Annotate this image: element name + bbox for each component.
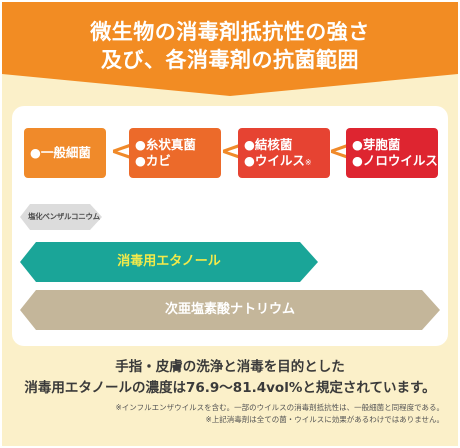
chevron-left-icon: < bbox=[110, 134, 134, 167]
disinfectant-label: 消毒用エタノール bbox=[117, 254, 221, 269]
germ-label: ●ウイルス bbox=[244, 153, 305, 168]
germ-label: ●ノロウイルス bbox=[352, 153, 438, 168]
title-banner: 微生物の消毒剤抵抗性の強さ 及び、各消毒剤の抗菌範囲 bbox=[2, 2, 458, 98]
germ-label: ●結核菌 bbox=[244, 137, 293, 152]
chevron-left-icon: < bbox=[328, 134, 352, 167]
germ-box-fungi: ●糸状真菌 ●カビ bbox=[129, 128, 221, 178]
title-line-1: 微生物の消毒剤抵抗性の強さ bbox=[90, 20, 370, 44]
germ-box-general-bacteria: ●一般細菌 bbox=[24, 128, 106, 178]
chevron-left-icon: < bbox=[220, 134, 244, 167]
disinfectant-bar-hypochlorite: 次亜塩素酸ナトリウム bbox=[20, 290, 440, 330]
footnote-mark: ※ bbox=[304, 158, 312, 167]
germ-label: ●芽胞菌 bbox=[352, 137, 401, 152]
footnote-1: ※インフルエンザウイルスを含む。一部のウイルスの消毒剤抵抗性は、一般細菌と同程度… bbox=[115, 403, 444, 412]
germ-label: ●カビ bbox=[135, 153, 171, 168]
title-line-2: 及び、各消毒剤の抗菌範囲 bbox=[101, 48, 359, 72]
germ-label: ●一般細菌 bbox=[30, 145, 91, 160]
disinfectant-label: 塩化ベンザルコニウム bbox=[28, 212, 100, 221]
resistance-panel: ●一般細菌 < ●糸状真菌 ●カビ < ●結核菌 ●ウイルス※ < ●芽胞菌 ●… bbox=[12, 106, 448, 346]
germ-box-tuberculosis-virus: ●結核菌 ●ウイルス※ bbox=[238, 128, 330, 178]
germ-label: ●糸状真菌 bbox=[135, 137, 196, 152]
note-line-1: 手指・皮膚の洗浄と消毒を目的とした bbox=[115, 359, 345, 375]
germ-box-spore-norovirus: ●芽胞菌 ●ノロウイルス bbox=[346, 128, 438, 178]
disinfectant-bar-benzalkonium: 塩化ベンザルコニウム bbox=[20, 204, 102, 230]
footnote-2: ※上記消毒剤は全ての菌・ウイルスに効果があるわけではありません。 bbox=[205, 415, 444, 424]
note-line-2: 消毒用エタノールの濃度は76.9～81.4vol%と規定されています。 bbox=[24, 380, 436, 396]
disinfectant-label: 次亜塩素酸ナトリウム bbox=[164, 302, 295, 317]
banner-shape bbox=[2, 2, 458, 96]
disinfectant-bar-ethanol: 消毒用エタノール bbox=[20, 242, 318, 282]
